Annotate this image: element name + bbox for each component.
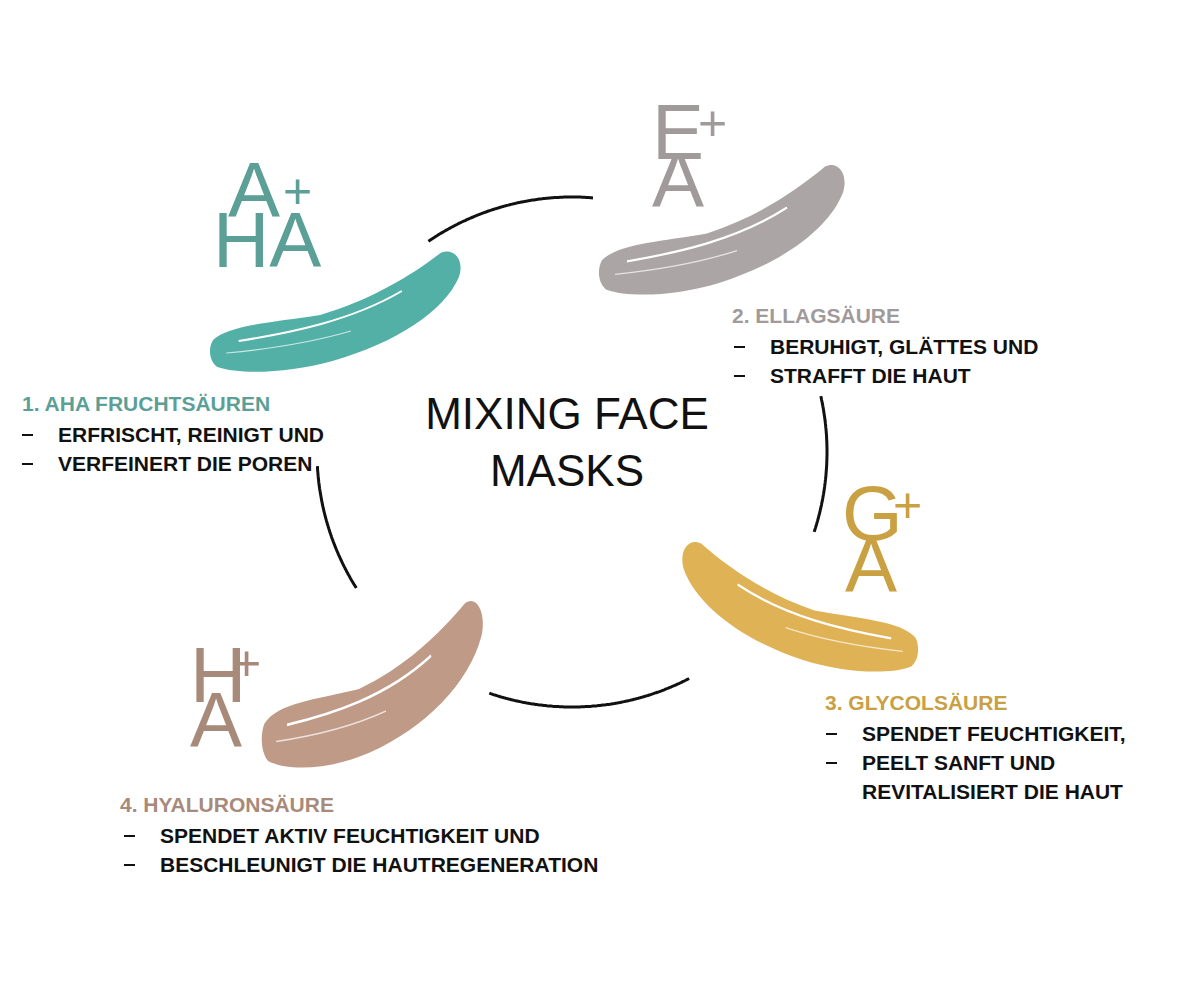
diagram-title: MIXING FACE MASKS (424, 385, 710, 499)
bullet-dash (734, 375, 745, 377)
mask-heading: 1. AHA FRUCHTSÄUREN (22, 391, 270, 416)
brush-highlight (287, 656, 431, 725)
brush-highlight (627, 208, 787, 262)
brush-shape (597, 158, 847, 298)
bullet-text: SPENDET AKTIV FEUCHTIGKEIT UND (160, 822, 540, 851)
brush-highlight (239, 291, 402, 341)
circle-arc-connector (317, 466, 356, 588)
circle-arc-connector (428, 197, 593, 241)
brush-highlight (615, 251, 737, 275)
bullet-dash (124, 835, 135, 837)
brush-highlight (276, 711, 386, 741)
bullet-dash (826, 733, 837, 735)
mask-group: A+HA1. AHA FRUCHTSÄURENERFRISCHT, REINIG… (15, 88, 465, 481)
bullet-text: VERFEINERT DIE POREN (58, 450, 312, 479)
mask-heading: 2. ELLAGSÄURE (732, 303, 900, 328)
symbol-plus: + (893, 480, 922, 530)
bullet-text: PEELT SANFT UND REVITALISIERT DIE HAUT (862, 749, 1182, 807)
circle-arc-connector (814, 396, 827, 532)
circle-arc-connector (489, 679, 689, 708)
brush-stroke (260, 592, 485, 772)
bullet-text: SPENDET FEUCHTIGKEIT, (862, 720, 1126, 749)
mask-group: E+A2. ELLAGSÄUREBERUHIGT, GLÄTTES UNDSTR… (590, 88, 1041, 393)
bullet-dash (22, 434, 33, 436)
mask-heading: 4. HYALURONSÄURE (120, 792, 334, 817)
bullet-dash (22, 463, 33, 465)
symbol-letter: A (190, 681, 242, 759)
bullet-dash (124, 864, 135, 866)
bullet-text: BERUHIGT, GLÄTTES UND (770, 333, 1038, 362)
brush-fill (262, 601, 483, 768)
bullet-dash (826, 762, 837, 764)
bullet-text: ERFRISCHT, REINIGT UND (58, 421, 324, 450)
mask-heading: 3. GLYCOLSÄURE (825, 690, 1007, 715)
bullet-text: BESCHLEUNIGT DIE HAUTREGENERATION (160, 851, 598, 880)
brush-stroke (597, 158, 847, 298)
symbol-letter: HA (213, 201, 321, 279)
brush-shape (260, 592, 485, 772)
bullet-dash (734, 346, 745, 348)
brush-highlight (786, 628, 903, 652)
symbol-letter: A (652, 141, 704, 219)
symbol-letter: A (845, 526, 897, 604)
mask-group: G+A3. GLYCOLSÄURESPENDET FEUCHTIGKEIT,PE… (675, 470, 1184, 809)
mask-group: H+A4. HYALURONSÄURESPENDET AKTIV FEUCHTI… (115, 585, 601, 882)
bullet-text: STRAFFT DIE HAUT (770, 362, 971, 391)
brush-highlight (226, 331, 350, 353)
brush-fill (599, 165, 845, 295)
